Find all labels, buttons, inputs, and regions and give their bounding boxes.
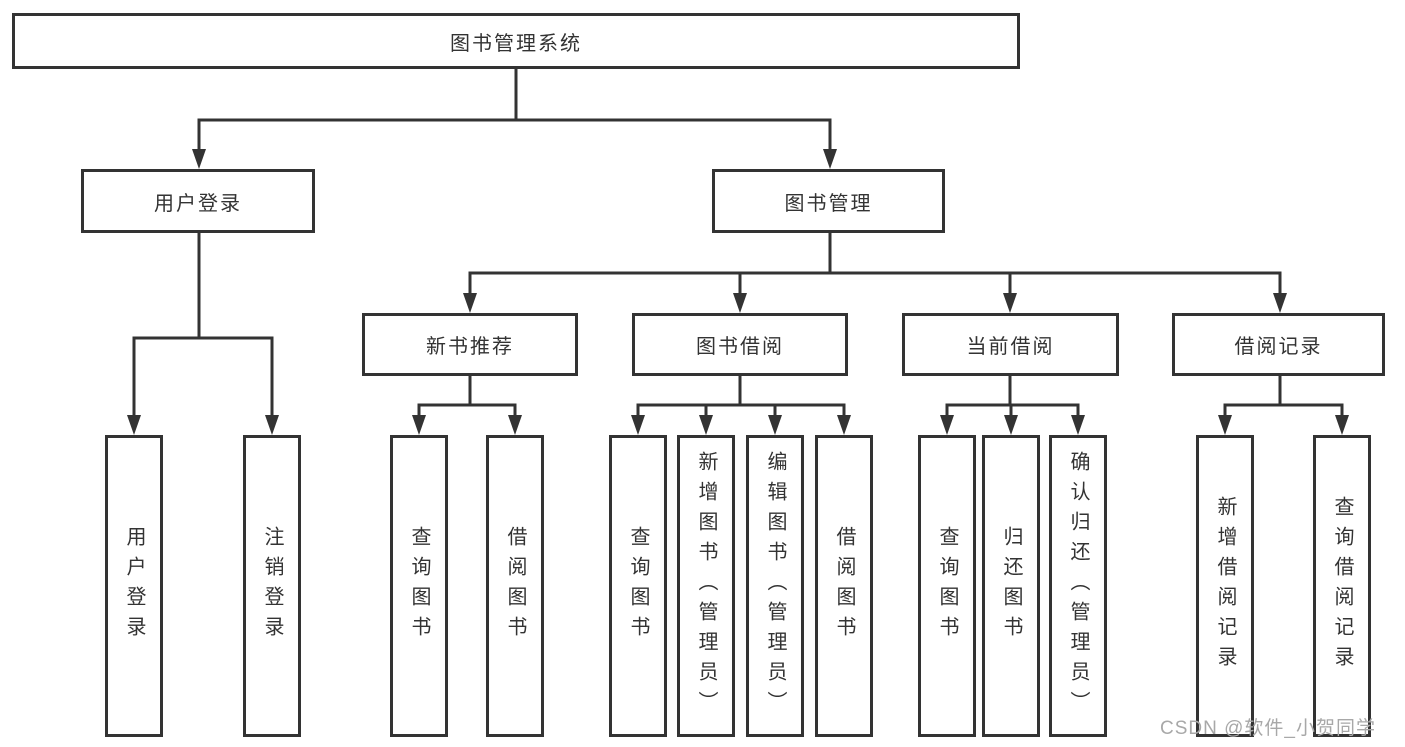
leaf-edit-book-admin: 编辑图书（管理员） (746, 435, 804, 737)
node-book-management-label: 图书管理 (784, 192, 873, 215)
leaf-query-borrow-record: 查询借阅记录 (1313, 435, 1371, 737)
node-user-login-label: 用户登录 (154, 192, 242, 215)
leaf-query-books-current-label: 查询图书 (936, 526, 958, 646)
node-user-login: 用户登录 (81, 169, 315, 233)
leaf-query-books-recommend-label: 查询图书 (408, 526, 430, 646)
leaf-borrow-books-borrow-label: 借阅图书 (833, 526, 855, 646)
leaf-borrow-books-borrow: 借阅图书 (815, 435, 873, 737)
leaf-add-borrow-record-label: 新增借阅记录 (1214, 496, 1236, 676)
node-current-borrow: 当前借阅 (902, 313, 1119, 376)
node-book-borrow-label: 图书借阅 (696, 336, 784, 358)
leaf-borrow-books-recommend: 借阅图书 (486, 435, 544, 737)
leaf-edit-book-admin-label: 编辑图书（管理员） (764, 451, 786, 721)
node-current-borrow-label: 当前借阅 (966, 336, 1055, 358)
node-new-book-recommend: 新书推荐 (362, 313, 578, 376)
node-borrow-records-label: 借阅记录 (1234, 336, 1323, 358)
leaf-query-books-borrow-label: 查询图书 (627, 526, 649, 646)
leaf-user-login: 用户登录 (105, 435, 163, 737)
leaf-add-book-admin-label: 新增图书（管理员） (695, 451, 717, 721)
node-root: 图书管理系统 (12, 13, 1020, 69)
node-book-management: 图书管理 (712, 169, 945, 233)
leaf-query-borrow-record-label: 查询借阅记录 (1331, 496, 1353, 676)
leaf-query-books-borrow: 查询图书 (609, 435, 667, 737)
leaf-return-book: 归还图书 (982, 435, 1040, 737)
watermark: CSDN @软件_小贺同学 (1160, 718, 1376, 739)
node-book-borrow: 图书借阅 (632, 313, 848, 376)
leaf-confirm-return-admin-label: 确认归还（管理员） (1067, 451, 1089, 721)
node-new-book-recommend-label: 新书推荐 (426, 336, 514, 358)
node-root-label: 图书管理系统 (450, 32, 582, 55)
leaf-add-book-admin: 新增图书（管理员） (677, 435, 735, 737)
leaf-logout: 注销登录 (243, 435, 301, 737)
leaf-user-login-label: 用户登录 (123, 526, 145, 646)
node-borrow-records: 借阅记录 (1172, 313, 1385, 376)
leaf-query-books-recommend: 查询图书 (390, 435, 448, 737)
leaf-logout-label: 注销登录 (261, 526, 283, 646)
leaf-confirm-return-admin: 确认归还（管理员） (1049, 435, 1107, 737)
leaf-add-borrow-record: 新增借阅记录 (1196, 435, 1254, 737)
leaf-borrow-books-recommend-label: 借阅图书 (504, 526, 526, 646)
leaf-return-book-label: 归还图书 (1000, 526, 1022, 646)
leaf-query-books-current: 查询图书 (918, 435, 976, 737)
